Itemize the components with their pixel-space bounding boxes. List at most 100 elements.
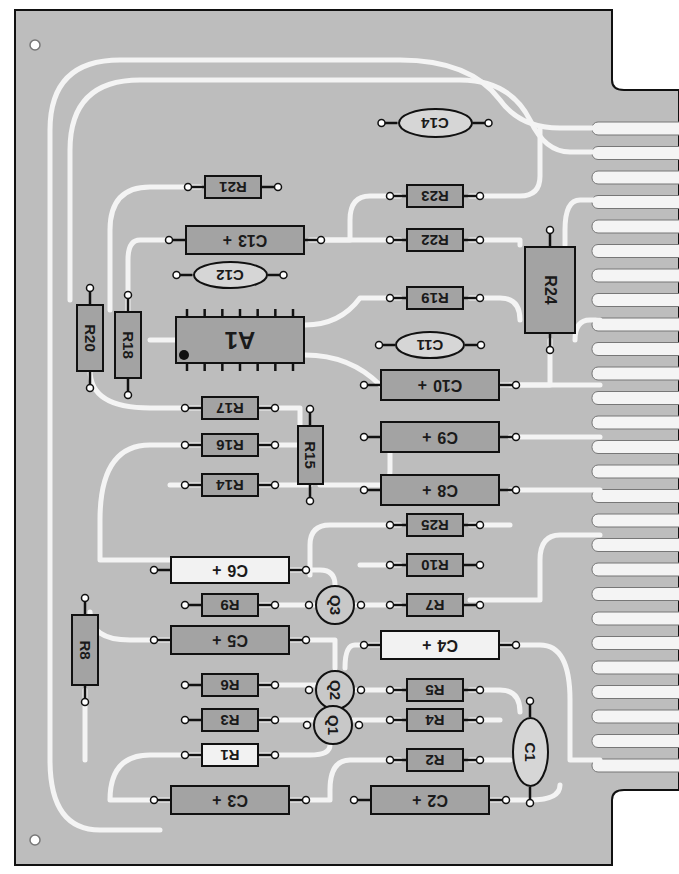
- solder-pad: [387, 237, 394, 244]
- label-group: C12: [216, 268, 244, 283]
- solder-pad: [318, 237, 325, 244]
- solder-pad: [151, 637, 158, 644]
- label-group: C10+: [418, 377, 463, 393]
- connector-finger: [592, 759, 679, 772]
- part-label: Q1: [326, 715, 341, 735]
- body-outline: [513, 718, 548, 786]
- part-label: C14: [421, 116, 449, 131]
- solder-pad: [272, 752, 279, 759]
- component-lead: [292, 309, 295, 316]
- solder-pad: [387, 522, 394, 529]
- label-group: C6+: [212, 562, 248, 578]
- part-label: R22: [421, 233, 449, 248]
- body-outline: [381, 422, 499, 452]
- component-lead: [221, 364, 224, 371]
- part-label: C1: [523, 742, 538, 761]
- solder-pad: [173, 272, 180, 279]
- resistor-body: R7: [406, 593, 464, 617]
- connector-finger: [592, 343, 679, 356]
- solder-pad: [82, 595, 89, 602]
- solder-pad: [280, 272, 287, 279]
- part-label: Q3: [328, 595, 343, 615]
- solder-pad: [477, 193, 484, 200]
- part-label: A1: [225, 328, 256, 352]
- solder-pad: [87, 385, 94, 392]
- part-label: C3: [227, 792, 247, 808]
- resistor-body: R23: [406, 184, 464, 208]
- solder-pad: [477, 562, 484, 569]
- part-label: C13: [238, 232, 267, 248]
- connector-finger: [592, 245, 679, 258]
- solder-pad: [151, 797, 158, 804]
- body-outline: [202, 594, 258, 616]
- part-label: R1: [220, 748, 239, 763]
- component-lead: [186, 309, 189, 316]
- component-lead: [256, 364, 259, 371]
- solder-pad: [182, 405, 189, 412]
- body-outline: [298, 426, 323, 484]
- copper-traces: [50, 60, 600, 830]
- label-group: Q1: [326, 715, 341, 735]
- solder-pad: [306, 687, 313, 694]
- component-lead: [274, 309, 277, 316]
- body-outline: [72, 615, 98, 685]
- connector-finger: [592, 490, 679, 503]
- connector-finger: [592, 196, 679, 209]
- component-lead: [256, 309, 259, 316]
- solder-pad: [272, 405, 279, 412]
- polarity-mark: +: [223, 232, 232, 248]
- part-label: C5: [227, 632, 247, 648]
- label-group: C2+: [412, 792, 448, 808]
- label-group: C1: [523, 742, 538, 761]
- body-outline: [407, 514, 463, 536]
- component-lead: [186, 364, 189, 371]
- solder-pad: [513, 382, 520, 389]
- part-label: R25: [421, 518, 449, 533]
- part-label: C12: [216, 268, 244, 283]
- solder-pad: [303, 797, 310, 804]
- part-label: R5: [425, 683, 444, 698]
- solder-pad: [306, 602, 313, 609]
- solder-pad: [477, 687, 484, 694]
- label-group: A1: [225, 328, 256, 352]
- pin1-dot: [179, 350, 189, 360]
- label-group: R6: [220, 678, 239, 693]
- body-outline: [396, 332, 464, 358]
- solder-pad: [182, 752, 189, 759]
- electrolytic-capacitor-body: C4+: [380, 630, 500, 660]
- solder-pad: [361, 642, 368, 649]
- resistor-body: R2: [406, 748, 464, 772]
- body-outline: [202, 674, 258, 696]
- resistor-body: R1: [201, 743, 259, 767]
- label-group: C3+: [212, 792, 248, 808]
- body-outline: [381, 475, 499, 505]
- electrolytic-capacitor-body: C3+: [170, 785, 290, 815]
- label-group: R5: [425, 683, 444, 698]
- solder-pad: [151, 567, 158, 574]
- part-label: R16: [216, 438, 244, 453]
- label-group: R20: [83, 324, 98, 352]
- body-outline: [381, 631, 499, 659]
- resistor-body: R8: [71, 614, 99, 686]
- part-label: C9: [437, 429, 457, 445]
- body-outline: [202, 744, 258, 766]
- body-outline: [171, 557, 289, 583]
- component-lead: [203, 309, 206, 316]
- transistor-outline: Q1: [313, 705, 353, 745]
- label-group: R16: [216, 438, 244, 453]
- label-group: C14: [421, 116, 449, 131]
- connector-finger: [592, 637, 679, 650]
- connector-finger: [592, 171, 679, 184]
- solder-pad: [272, 682, 279, 689]
- solder-pad: [272, 602, 279, 609]
- label-group: R15: [303, 441, 318, 469]
- connector-finger: [592, 441, 679, 454]
- label-group: R21: [219, 180, 247, 195]
- solder-pad: [477, 717, 484, 724]
- resistor-body: R16: [201, 433, 259, 457]
- label-group: R19: [421, 291, 449, 306]
- solder-pad: [376, 342, 383, 349]
- solder-pad: [527, 800, 534, 807]
- solder-pad: [387, 562, 394, 569]
- label-group: C11: [417, 338, 444, 353]
